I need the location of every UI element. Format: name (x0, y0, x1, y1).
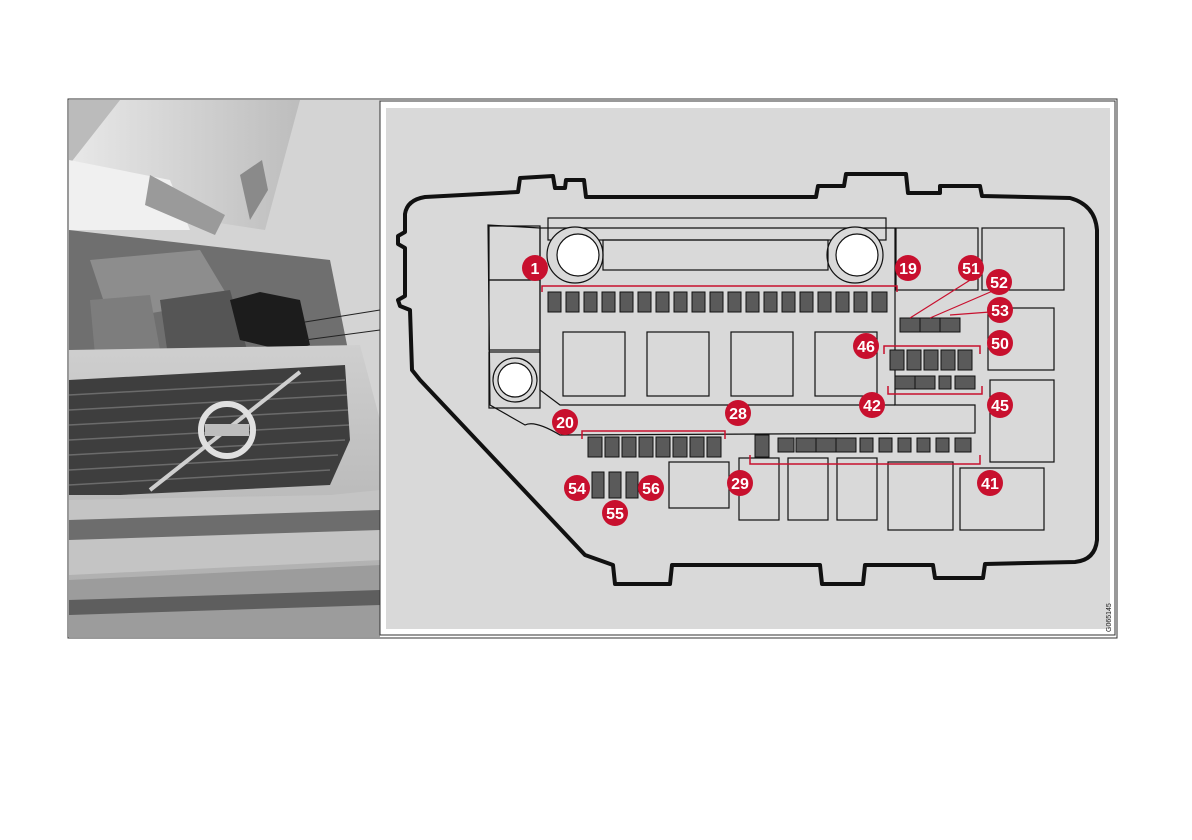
svg-text:56: 56 (642, 481, 660, 498)
svg-text:51: 51 (962, 261, 980, 278)
fuse-row-46-50 (890, 350, 972, 370)
svg-text:52: 52 (990, 275, 1008, 292)
callout-19: 19 (895, 255, 921, 281)
callout-55: 55 (602, 500, 628, 526)
callout-53: 53 (987, 297, 1013, 323)
svg-text:1: 1 (531, 261, 540, 278)
svg-text:28: 28 (729, 406, 747, 423)
fuse-row-42-45 (895, 376, 975, 389)
car-engine-bay-photo (69, 100, 380, 637)
svg-text:19: 19 (899, 261, 917, 278)
callout-28: 28 (725, 400, 751, 426)
callout-1: 1 (522, 255, 548, 281)
callout-41: 41 (977, 470, 1003, 496)
svg-text:42: 42 (863, 398, 881, 415)
callout-52: 52 (986, 269, 1012, 295)
svg-text:50: 50 (991, 336, 1009, 353)
fuse-row-54-56 (592, 472, 638, 498)
svg-text:55: 55 (606, 506, 624, 523)
callout-54: 54 (564, 475, 590, 501)
callout-51: 51 (958, 255, 984, 281)
svg-text:46: 46 (857, 339, 875, 356)
svg-text:29: 29 (731, 476, 749, 493)
callout-45: 45 (987, 392, 1013, 418)
svg-text:53: 53 (991, 303, 1009, 320)
svg-text:20: 20 (556, 415, 574, 432)
callout-56: 56 (638, 475, 664, 501)
figure-id: G065145 (1106, 603, 1113, 632)
callout-50: 50 (987, 330, 1013, 356)
callout-46: 46 (853, 333, 879, 359)
svg-text:41: 41 (981, 476, 999, 493)
callout-42: 42 (859, 392, 885, 418)
svg-text:54: 54 (568, 481, 586, 498)
svg-text:45: 45 (991, 398, 1009, 415)
fuse-row-51-53 (900, 318, 960, 332)
callout-29: 29 (727, 470, 753, 496)
callout-20: 20 (552, 409, 578, 435)
